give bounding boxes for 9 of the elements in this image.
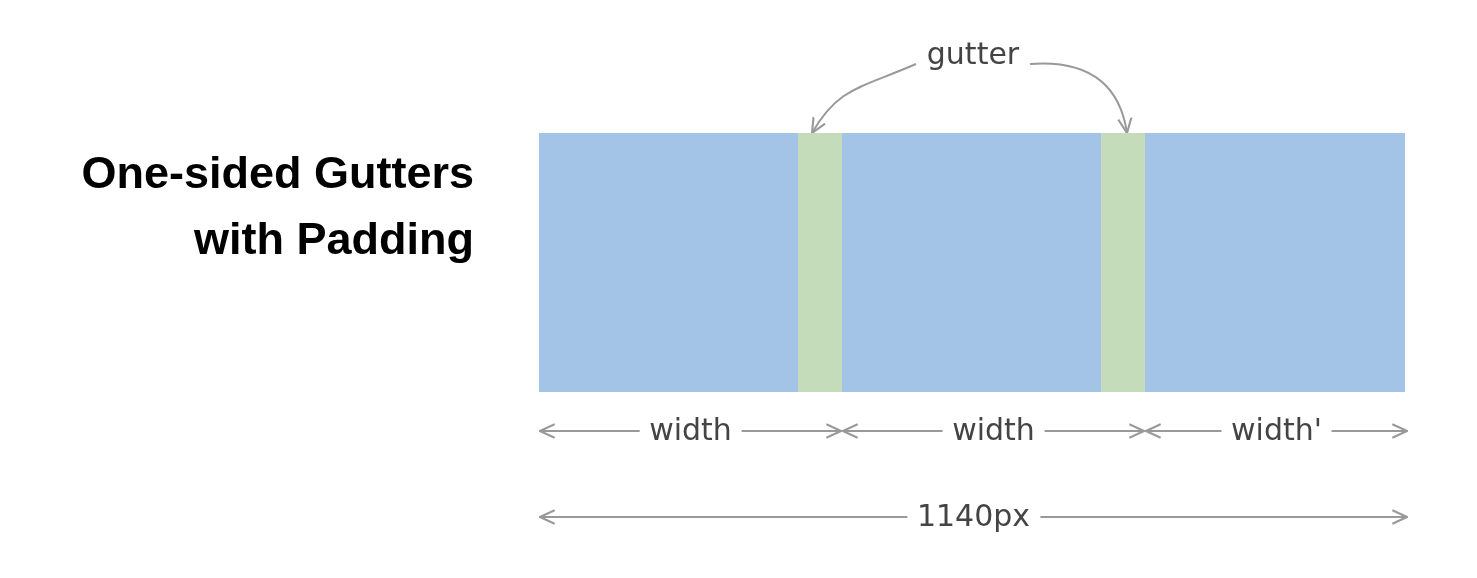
column-block	[539, 133, 798, 392]
gutter-block	[798, 133, 842, 392]
column-block	[842, 133, 1101, 392]
leader-line	[1029, 62, 1132, 135]
leader-line	[810, 63, 917, 135]
callout-text: gutter	[918, 34, 1028, 74]
column-block	[1145, 133, 1405, 392]
gutter-block	[1101, 133, 1145, 392]
diagram-title: One-sided Gutters with Padding	[80, 146, 474, 266]
